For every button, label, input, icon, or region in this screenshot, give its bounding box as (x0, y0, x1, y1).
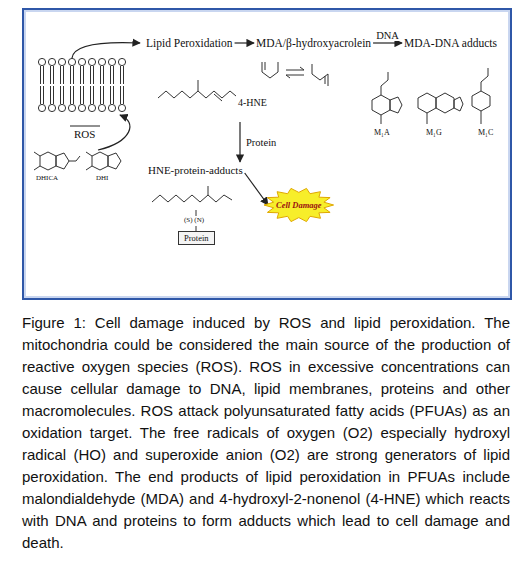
molecule-name: DHICA (36, 174, 58, 182)
bond-label: (S) (N) (184, 216, 204, 224)
process-label: Lipid Peroxidation (146, 37, 233, 49)
dna-adduct-structures (372, 68, 490, 124)
flow-arrow (239, 122, 240, 162)
node-text: 4-HNE (238, 97, 267, 108)
node-text: MDA-DNA adducts (404, 37, 497, 49)
flow-arrow (235, 42, 254, 43)
node-text: HNE-protein-adducts (148, 164, 243, 176)
adduct-label: HNE-protein-adducts (148, 164, 243, 176)
adduct-molecule (152, 186, 232, 231)
protein-box: Protein (178, 231, 215, 245)
ros-arrow (98, 115, 130, 150)
edge-label: Protein (245, 137, 277, 148)
flow-arrow (245, 173, 268, 205)
edge-label: DNA (375, 30, 400, 41)
adduct-name: M₁C (478, 128, 493, 137)
figure-caption: Figure 1: Cell damage induced by ROS and… (22, 312, 510, 554)
node-text: Lipid Peroxidation (146, 37, 233, 49)
flow-arrow (373, 42, 402, 43)
dhica-molecule (34, 152, 80, 170)
node-text: Protein (184, 233, 209, 243)
adduct-name: M₁G (426, 128, 442, 137)
mda-molecules (262, 62, 328, 86)
molecule-name: DHI (96, 174, 108, 182)
dhi-molecule (86, 152, 121, 170)
node-text: Cell Damage (276, 200, 322, 210)
peroxidation-arrow (72, 43, 140, 58)
ros-label: ROS (74, 128, 95, 140)
lipid-bilayer (38, 58, 125, 111)
adduct-name: M₁A (374, 128, 390, 137)
ros-rule (70, 126, 100, 127)
molecule-label: 4-HNE (238, 97, 267, 108)
adduct-label: MDA-DNA adducts (404, 37, 497, 49)
hne-molecule (158, 80, 236, 101)
product-label: MDA/β-hydroxyacrolein (256, 37, 371, 49)
node-text: MDA/β-hydroxyacrolein (256, 37, 371, 49)
damage-starburst: Cell Damage (264, 188, 334, 222)
